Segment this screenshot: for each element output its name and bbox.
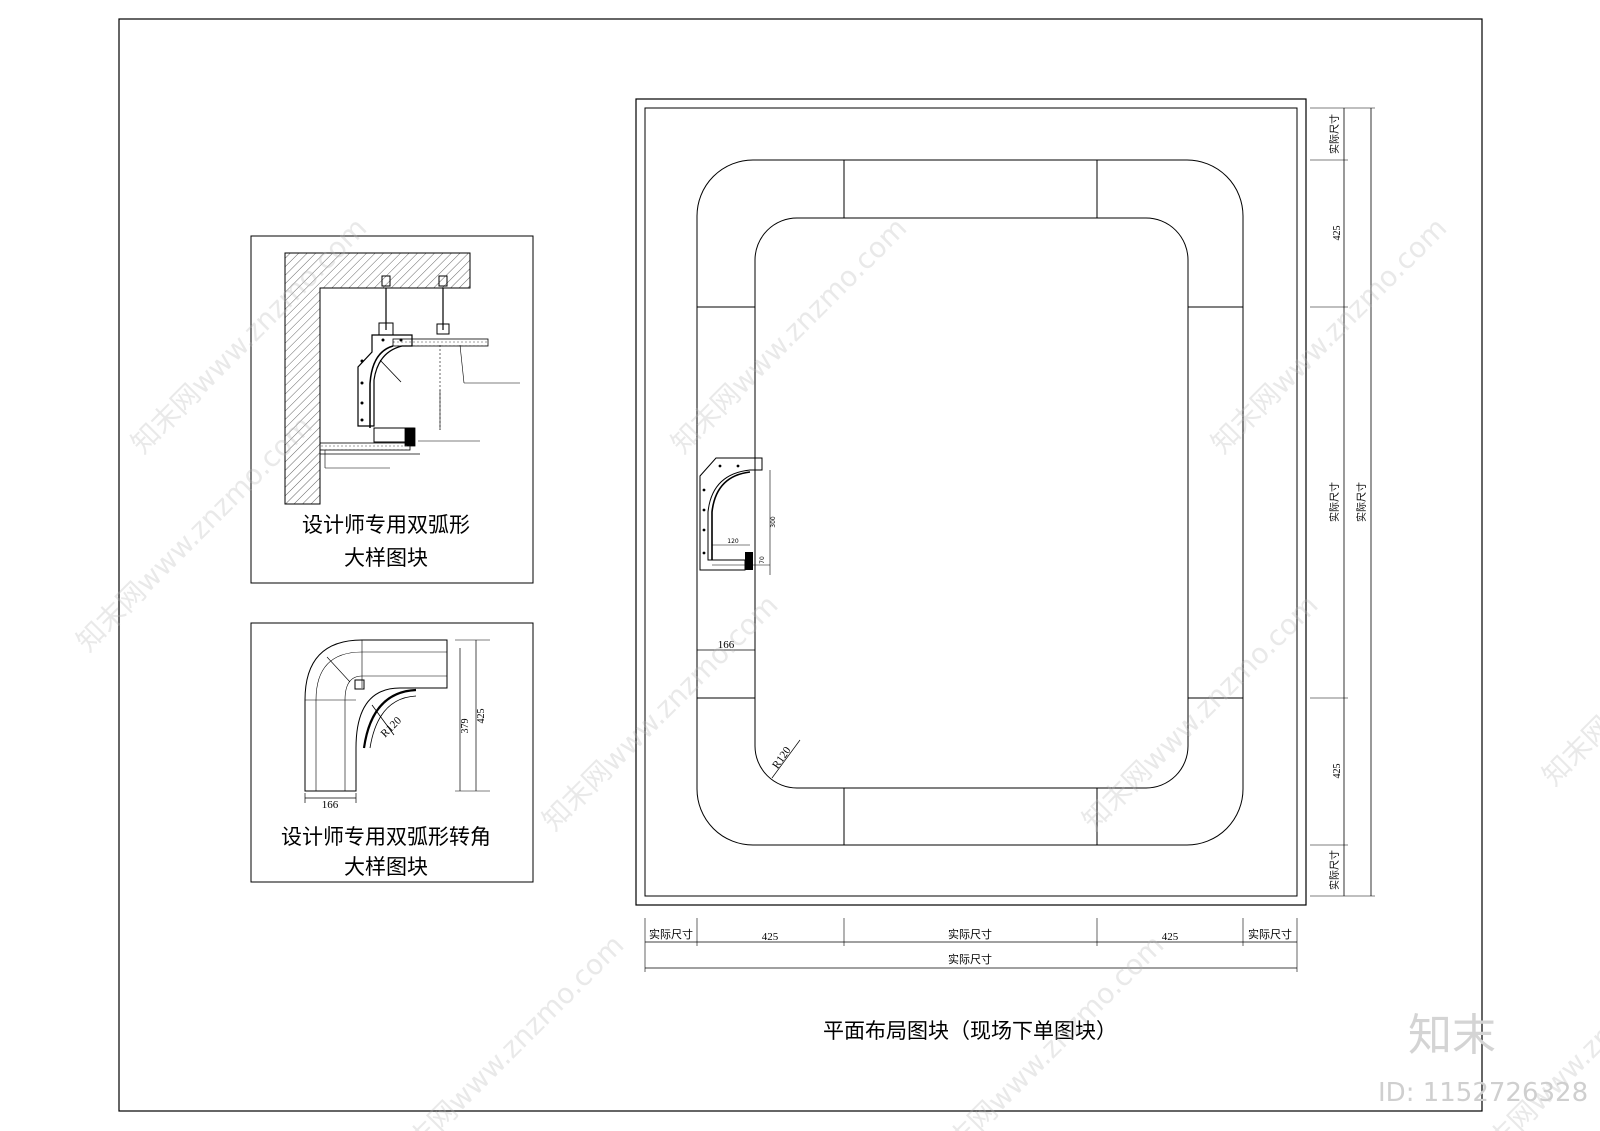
plan-bottom-dim-4: 425 bbox=[1162, 931, 1179, 943]
plan-bottom-dim-3: 实际尺寸 bbox=[948, 927, 992, 941]
plan-outer-frame bbox=[635, 98, 1307, 906]
plan-profile-dim-a: 120 bbox=[727, 538, 739, 545]
sheet-border bbox=[118, 18, 1483, 1112]
watermark-logo: 知末 bbox=[1408, 1010, 1496, 1061]
plan-right-dim-2: 425 bbox=[1332, 226, 1343, 241]
detail-2-height-inner-label: 379 bbox=[460, 719, 471, 734]
watermark-id: ID: 1152726328 bbox=[1378, 1078, 1588, 1108]
plan-bottom-dims: 实际尺寸 425 实际尺寸 425 实际尺寸 实际尺寸 bbox=[644, 918, 1298, 972]
detail-2-width-label: 166 bbox=[322, 799, 339, 811]
plan-title: 平面布局图块（现场下单图块） bbox=[823, 1019, 1117, 1043]
plan-bottom-dim-2: 425 bbox=[762, 931, 779, 943]
detail-1-panel: 设计师专用双弧形 大样图块 bbox=[250, 235, 534, 584]
watermark-text: 知末网www.znzmo.com bbox=[665, 211, 914, 460]
plan-profile-dim-c: 70 bbox=[759, 556, 766, 564]
plan-inner-frame bbox=[644, 107, 1298, 897]
watermark-text: 知末网www.znzmo.com bbox=[70, 409, 319, 658]
watermark-text: 知末网www.znzmo.com bbox=[1076, 588, 1325, 837]
detail-2-radius-label: R120 bbox=[379, 714, 405, 740]
detail-2-panel: R120 166 379 425 设计师专用双弧形转角 大样图块 bbox=[250, 622, 534, 883]
watermark-text: 知末网www.znzmo.com bbox=[125, 211, 374, 460]
detail-2-title-line1: 设计师专用双弧形转角 bbox=[281, 825, 491, 849]
ceiling-inner-edge bbox=[754, 217, 1189, 789]
plan-layout: R120 120 300 70 166 实际 bbox=[635, 98, 1375, 1043]
detail-2-height-outer-label: 425 bbox=[476, 709, 487, 724]
plan-profile-dim-b: 300 bbox=[770, 516, 777, 528]
watermark-text: 知末网www.znzmo.com bbox=[382, 928, 631, 1131]
detail-1-title-line2: 大样图块 bbox=[344, 546, 428, 570]
plan-bottom-total: 实际尺寸 bbox=[948, 952, 992, 966]
plan-right-dim-3: 实际尺寸 bbox=[1328, 482, 1341, 522]
detail-2-title-line2: 大样图块 bbox=[344, 855, 428, 879]
plan-profile-section: 120 300 70 bbox=[699, 457, 777, 575]
plan-right-dim-4: 425 bbox=[1332, 764, 1343, 779]
plan-right-total: 实际尺寸 bbox=[1355, 482, 1368, 522]
detail-1-title-line1: 设计师专用双弧形 bbox=[302, 513, 470, 537]
plan-profile-width-label: 166 bbox=[718, 639, 735, 651]
plan-bottom-dim-5: 实际尺寸 bbox=[1248, 927, 1292, 941]
ceiling-outer-edge bbox=[696, 159, 1244, 846]
plan-bottom-dim-1: 实际尺寸 bbox=[649, 927, 693, 941]
plan-right-dims: 实际尺寸 425 实际尺寸 425 实际尺寸 实际尺寸 bbox=[1310, 107, 1375, 897]
watermark-text: 知末网www.znzmo.com bbox=[1536, 543, 1600, 792]
watermark-text: 知末网www.znzmo.com bbox=[536, 588, 785, 837]
plan-right-dim-1: 实际尺寸 bbox=[1328, 114, 1341, 154]
plan-radius-label: R120 bbox=[770, 744, 794, 771]
watermark-text: 知末网www.znzmo.com bbox=[1205, 211, 1454, 460]
arc-profile bbox=[357, 334, 413, 427]
plan-right-dim-5: 实际尺寸 bbox=[1328, 850, 1341, 890]
wall-section bbox=[284, 252, 471, 505]
